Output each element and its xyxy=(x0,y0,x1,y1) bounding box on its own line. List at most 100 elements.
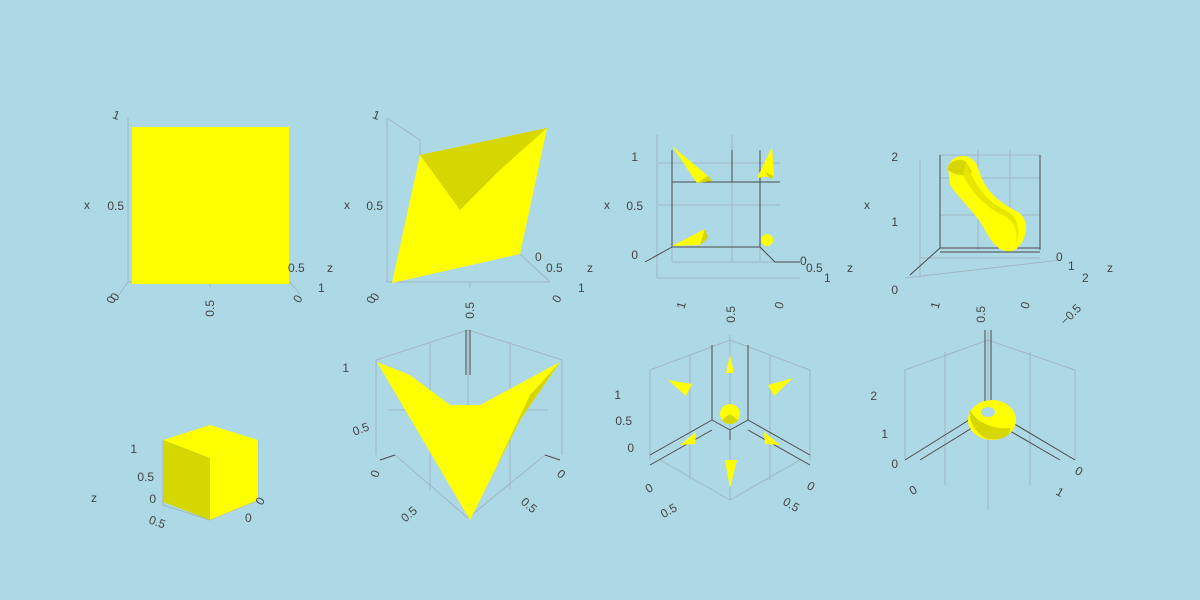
scene-2-xtick-1: 1 xyxy=(371,107,382,123)
scene-1-ztick-1: 1 xyxy=(318,281,325,295)
scene-2-x-title: x xyxy=(344,198,350,212)
scene-3-ztick-1: 1 xyxy=(824,271,831,285)
scene-3-ztick-0.5: 0.5 xyxy=(806,261,823,275)
scene-3-ztick-0: 0 xyxy=(800,254,807,268)
scene-6-vtick-0.5: 0.5 xyxy=(351,420,372,439)
scene-4-ytick-0: 0 xyxy=(1018,300,1033,310)
scene-1-ztick-0.5: 0.5 xyxy=(288,261,305,275)
scene-6-axes xyxy=(379,330,561,461)
scene-5-cube-right xyxy=(210,440,258,520)
scene-7-cone-top xyxy=(726,355,734,373)
scene-1-z-title: z xyxy=(327,261,333,275)
scene-7-cone-bottom xyxy=(725,460,737,488)
scene-3-ytick-0.5: 0.5 xyxy=(724,306,738,323)
scene-8-vtick-0: 0 xyxy=(891,457,898,471)
scene-5-atick-0: 0 xyxy=(149,492,156,506)
scene-6-ltick-0.5: 0.5 xyxy=(398,503,420,525)
scene-7-cone-upleft xyxy=(668,380,692,396)
scene-6[interactable]: 1 0.5 0 0.5 0 0.5 xyxy=(342,329,568,525)
scene-7-cones xyxy=(668,355,793,488)
scene-5-tick-labels: 1 0.5 0 0.5 0 0 xyxy=(130,442,268,532)
scene-7-ltick-0.5: 0.5 xyxy=(658,500,680,521)
scene-7-rtick-0: 0 xyxy=(805,478,818,494)
scene-4-ztick-2: 2 xyxy=(1082,271,1089,285)
scene-3-grid xyxy=(656,135,800,279)
scene-1-x-title: x xyxy=(84,198,90,212)
scene-4-x-title: x xyxy=(864,198,870,212)
scene-4-ytick-neg0.5: −0.5 xyxy=(1057,301,1084,328)
scene-3-axes xyxy=(644,150,800,263)
scene-5-cube-top xyxy=(163,425,258,458)
scene-5-ctick-0b: 0 xyxy=(245,511,252,525)
scene-1-xtick-0.5: 0.5 xyxy=(107,199,124,213)
scene-7-vtick-0.5: 0.5 xyxy=(615,414,632,428)
scene-2-xtick-0.5: 0.5 xyxy=(366,199,383,213)
scene-5-cube-left xyxy=(163,440,210,520)
scene-3[interactable]: 1 0.5 0 1 0.5 0 0 0.5 1 x z xyxy=(604,135,853,323)
scene-4-xtick-0: 0 xyxy=(891,283,898,297)
scene-5[interactable]: 1 0.5 0 0.5 0 0 z xyxy=(91,425,268,532)
scene-8[interactable]: 2 1 0 0 0 1 xyxy=(870,330,1086,510)
scene-3-z-title: z xyxy=(847,261,853,275)
scene-1-ytick-0.5: 0.5 xyxy=(203,300,217,317)
scene-2-ztick-00: 0 xyxy=(363,294,379,305)
scene-4-z-title: z xyxy=(1107,261,1113,275)
scene-3-xtick-0: 0 xyxy=(631,248,638,262)
scene-2-ytick-0.5: 0.5 xyxy=(463,302,477,319)
scene-3-tick-labels: 1 0.5 0 1 0.5 0 0 0.5 1 xyxy=(626,150,831,323)
scene-3-xtick-0.5: 0.5 xyxy=(626,199,643,213)
scene-4-ytick-1: 1 xyxy=(928,300,943,310)
scene-3-ytick-0: 0 xyxy=(772,300,787,310)
scene-2-z-title: z xyxy=(587,261,593,275)
scene-7-rtick-0.5: 0.5 xyxy=(781,494,803,515)
scene-8-ring xyxy=(968,400,1016,440)
scene-5-atick-1: 1 xyxy=(130,442,137,456)
scene-1[interactable]: 1 0.5 0 0.5 0 0.5 1 0 x z xyxy=(84,107,333,316)
scene-2-ytick-0: 0 xyxy=(549,292,565,305)
scene-2[interactable]: 1 0.5 0 0.5 0 0 0.5 1 0 x z xyxy=(344,107,593,318)
scene-2-ztick-0.5: 0.5 xyxy=(546,261,563,275)
scene-7-cone-lowleft xyxy=(680,432,696,445)
scene-4-xtick-1: 1 xyxy=(891,215,898,229)
scene-3-xtick-1: 1 xyxy=(631,150,638,164)
scene-2-ztick-0: 0 xyxy=(535,250,542,264)
scene-4-tube xyxy=(948,155,1026,252)
scene-8-vtick-2: 2 xyxy=(870,389,877,403)
scene-2-ztick-1: 1 xyxy=(578,281,585,295)
scene-6-rtick-0: 0 xyxy=(554,467,568,482)
scene-7-ltick-0: 0 xyxy=(643,480,656,496)
scene-6-vtick-0: 0 xyxy=(367,468,383,479)
scene-7-cone-upright xyxy=(768,378,793,396)
scene-8-ltick-0: 0 xyxy=(907,482,920,498)
scene-8-axes xyxy=(904,330,1076,461)
scene-8-vtick-1: 1 xyxy=(881,427,888,441)
scene-4-ztick-0: 0 xyxy=(1056,250,1063,264)
scene-5-btick-0.5: 0.5 xyxy=(147,513,168,532)
scene-4-axes xyxy=(909,155,1041,276)
scene-3-cones xyxy=(672,146,774,246)
scene-1-surface xyxy=(132,127,289,284)
scene-6-surface xyxy=(377,362,560,520)
scene-8-rtick-1: 1 xyxy=(1054,484,1067,500)
scene-4[interactable]: 2 1 0 1 0.5 0 −0.5 0 1 2 x z xyxy=(864,150,1113,328)
scene-5-z-title: z xyxy=(91,491,97,505)
scene-7-cone-lowright xyxy=(764,432,780,445)
scene-3-cone-2 xyxy=(757,147,774,178)
scene-1-xtick-1: 1 xyxy=(111,107,122,123)
scene-4-ztick-1: 1 xyxy=(1068,259,1075,273)
scene-4-xtick-2: 2 xyxy=(891,150,898,164)
scene-7-vtick-0: 0 xyxy=(627,441,634,455)
scene-5-ctick-0a: 0 xyxy=(252,494,268,507)
scene-7[interactable]: 1 0.5 0 0 0.5 0 0.5 xyxy=(614,335,818,521)
scene-2-surface-shade xyxy=(420,128,547,210)
scene-3-cone-4 xyxy=(761,234,773,246)
scene-4-tick-labels: 2 1 0 1 0.5 0 −0.5 0 1 2 xyxy=(891,150,1089,328)
scene-3-ytick-1: 1 xyxy=(674,300,689,310)
scene-6-rtick-0.5: 0.5 xyxy=(518,495,540,517)
scene-1-ztick-00: 0 xyxy=(103,294,119,305)
scene-4-ytick-0.5: 0.5 xyxy=(974,306,988,323)
scene-3-cone-3 xyxy=(672,229,705,246)
scene-7-axes xyxy=(649,345,811,466)
scene-5-atick-0.5: 0.5 xyxy=(137,470,154,484)
